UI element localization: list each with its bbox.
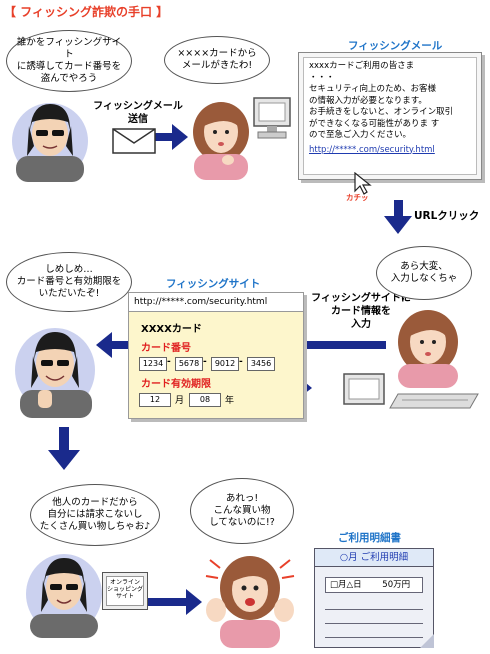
expiry-label: カード有効期限 <box>141 379 211 390</box>
monitor-icon <box>253 97 291 139</box>
arrow-input-info <box>304 341 386 349</box>
statement-entry: □月△日 50万円 <box>325 577 423 593</box>
dash: - <box>203 357 207 367</box>
statement-blank-row <box>325 595 423 610</box>
criminal-figure-2 <box>15 328 95 418</box>
bubble-criminal-got: しめしめ… カード番号と有効期限を いただいたぞ! <box>6 252 132 312</box>
bubble-victim-mail: ××××カードから メールがきたわ! <box>164 36 270 84</box>
site-url-bar: http://*****.com/security.html <box>129 293 303 312</box>
victim-figure-3 <box>205 556 295 648</box>
shopping-site-monitor: オンライン ショッピング サイト <box>102 572 148 610</box>
statement-header: ○月 ご利用明細 <box>315 549 433 567</box>
criminal-figure-3 <box>26 554 102 638</box>
card-number-field-3[interactable]: 9012 <box>211 357 239 371</box>
mail-line: の情報入力が必要となります。 <box>309 95 427 106</box>
mail-line: ので至急ご入力ください。 <box>309 130 412 140</box>
statement-blank-row <box>325 609 423 624</box>
arrow-send-mail <box>140 124 188 150</box>
arrow-url-click <box>384 200 412 234</box>
arrow-to-criminal <box>96 332 128 358</box>
victim-figure-2 <box>398 310 458 388</box>
expiry-month-field[interactable]: 12 <box>139 393 171 407</box>
usage-statement: ○月 ご利用明細 □月△日 50万円 <box>314 548 434 648</box>
label-url-click: URLクリック <box>414 210 480 222</box>
arrow-down-criminal <box>48 427 80 470</box>
mail-line: ・・・ <box>309 72 335 83</box>
card-number-field-1[interactable]: 1234 <box>139 357 167 371</box>
caption-phishing-mail: フィッシングメール <box>348 40 443 52</box>
mail-line: xxxxカードご利用の皆さま <box>309 61 415 71</box>
phishing-mail-window: xxxxカードご利用の皆さま ・・・ セキュリティ向上のため、お客様 の情報入力… <box>298 52 482 180</box>
year-unit: 年 <box>225 396 235 406</box>
bubble-criminal-plan: 誰かをフィッシングサイト に誘導してカード番号を 盗んでやろう <box>6 30 132 92</box>
label-input-info: フィッシングサイトに カード情報を 入力 <box>311 293 411 330</box>
card-number-label: カード番号 <box>141 343 191 354</box>
statement-entry-amount: 50万円 <box>382 580 411 590</box>
arrow-shopping <box>148 589 202 615</box>
label-send-mail: フィッシングメール 送信 <box>93 101 183 125</box>
dash: - <box>239 357 243 367</box>
caption-phishing-site: フィッシングサイト <box>166 278 261 290</box>
victim-figure-1 <box>193 102 249 180</box>
statement-blank-row <box>325 623 423 638</box>
envelope-icon <box>112 128 156 154</box>
shopping-site-label: オンライン ショッピング サイト <box>106 576 144 606</box>
cursor-icon <box>354 172 372 195</box>
mail-line: セキュリティ向上のため、お客様 <box>309 84 436 94</box>
card-number-field-4[interactable]: 3456 <box>247 357 275 371</box>
bubble-victim-input: あら大変、 入力しなくちゃ <box>376 246 472 300</box>
expiry-year-field[interactable]: 08 <box>189 393 221 407</box>
click-sound-label: カチッ <box>346 193 369 202</box>
phishing-mail-link[interactable]: http://*****.com/security.html <box>309 144 435 155</box>
bubble-criminal-shop: 他人のカードだから 自分には請求こないし たくさん買い物しちゃお♪ <box>30 484 160 546</box>
dash: - <box>167 357 171 367</box>
bubble-victim-surprise: あれっ! こんな買い物 してないのに!? <box>190 478 294 544</box>
keyboard-icon <box>343 373 479 409</box>
page-title: 【 フィッシング詐欺の手口 】 <box>4 5 169 19</box>
mail-line: ができなくなる可能性がありま す <box>309 118 440 129</box>
month-unit: 月 <box>175 396 185 406</box>
site-card-name: XXXXカード <box>141 324 202 335</box>
criminal-figure-1 <box>12 103 88 182</box>
mail-line: お手続きをしないと、オンライン取引 <box>309 107 454 117</box>
folded-corner <box>420 634 434 648</box>
caption-statement: ご利用明細書 <box>338 532 401 544</box>
card-number-field-2[interactable]: 5678 <box>175 357 203 371</box>
phishing-site-window: http://*****.com/security.html XXXXカード カ… <box>128 292 304 419</box>
statement-entry-date: □月△日 <box>330 580 362 590</box>
